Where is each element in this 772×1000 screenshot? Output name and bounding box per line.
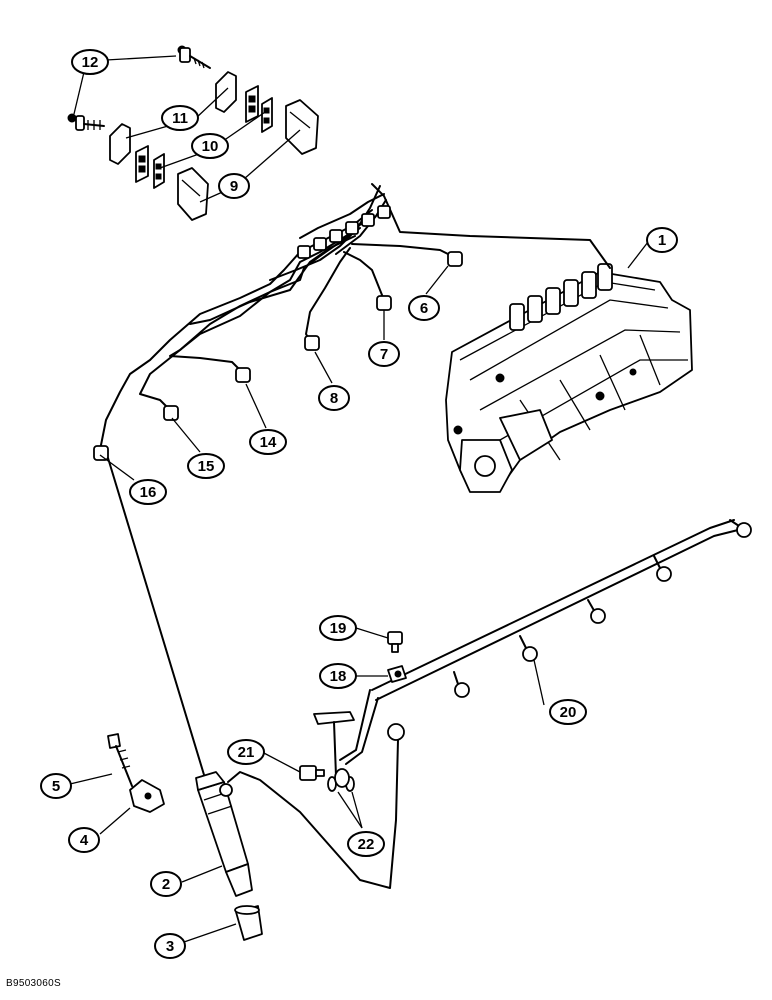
callout-number: 9 bbox=[230, 178, 238, 195]
callout-20: 20 bbox=[549, 699, 587, 725]
callout-number: 18 bbox=[330, 668, 347, 685]
callout-number: 3 bbox=[166, 938, 174, 955]
callout-9: 9 bbox=[218, 173, 250, 199]
sealing-washers bbox=[327, 768, 355, 792]
callout-16: 16 bbox=[129, 479, 167, 505]
callout-number: 15 bbox=[198, 458, 215, 475]
figure-id: B9503060S bbox=[6, 978, 61, 989]
fuel-drain-manifold bbox=[227, 519, 752, 889]
callout-number: 5 bbox=[52, 778, 60, 795]
banjo-bolt bbox=[387, 631, 403, 653]
banjo-fitting bbox=[387, 665, 407, 683]
clamp-bolt-lower bbox=[67, 113, 105, 131]
callout-number: 8 bbox=[330, 390, 338, 407]
callout-18: 18 bbox=[319, 663, 357, 689]
callout-number: 21 bbox=[238, 744, 255, 761]
callout-1: 1 bbox=[646, 227, 678, 253]
callout-leaders bbox=[69, 55, 649, 943]
clamp-capscrew bbox=[107, 733, 133, 787]
callout-number: 6 bbox=[420, 300, 428, 317]
callout-number: 20 bbox=[560, 704, 577, 721]
callout-number: 12 bbox=[82, 54, 99, 71]
banjo-connectors bbox=[453, 519, 752, 698]
callout-4: 4 bbox=[68, 827, 100, 853]
callout-2: 2 bbox=[150, 871, 182, 897]
fuel-injector bbox=[107, 457, 253, 897]
callout-8: 8 bbox=[318, 385, 350, 411]
callout-number: 4 bbox=[80, 832, 89, 849]
injection-pump bbox=[445, 263, 693, 493]
callout-14: 14 bbox=[249, 429, 287, 455]
callout-number: 22 bbox=[358, 836, 375, 853]
injector-sleeve bbox=[234, 905, 263, 941]
callout-12: 12 bbox=[71, 49, 109, 75]
callout-number: 1 bbox=[658, 232, 666, 249]
callout-number: 10 bbox=[202, 138, 219, 155]
injection-lines bbox=[93, 183, 611, 461]
callout-19: 19 bbox=[319, 615, 357, 641]
hold-down-clamp bbox=[129, 779, 165, 813]
clamp-bolt-upper bbox=[177, 45, 211, 69]
callout-22: 22 bbox=[347, 831, 385, 857]
callout-number: 16 bbox=[140, 484, 157, 501]
callout-7: 7 bbox=[368, 341, 400, 367]
callout-21: 21 bbox=[227, 739, 265, 765]
line-clamps bbox=[67, 45, 319, 221]
callout-6: 6 bbox=[408, 295, 440, 321]
pump-governor bbox=[459, 409, 553, 493]
callout-15: 15 bbox=[187, 453, 225, 479]
callout-10: 10 bbox=[191, 133, 229, 159]
callout-3: 3 bbox=[154, 933, 186, 959]
callout-number: 11 bbox=[172, 110, 188, 127]
drain-fitting bbox=[299, 765, 325, 781]
callout-number: 19 bbox=[330, 620, 347, 637]
callout-number: 7 bbox=[380, 346, 388, 363]
pump-outlet-valves bbox=[509, 263, 613, 331]
callout-number: 2 bbox=[162, 876, 170, 893]
callout-5: 5 bbox=[40, 773, 72, 799]
callout-number: 14 bbox=[260, 434, 277, 451]
callout-11: 11 bbox=[161, 105, 199, 131]
